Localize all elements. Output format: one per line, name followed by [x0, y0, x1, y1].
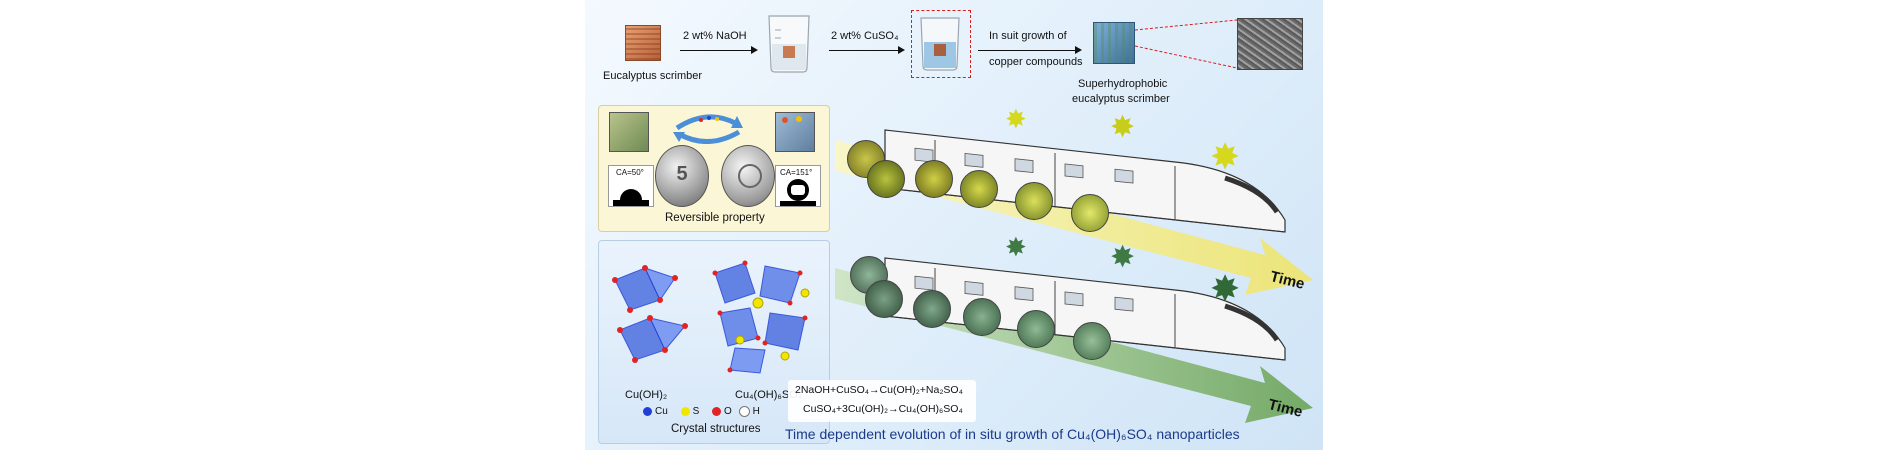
- legend-cu-dot: [643, 407, 652, 416]
- arrow-1: [680, 50, 752, 51]
- legend-s-dot: [680, 407, 690, 416]
- cu4-oh6-so4-structure: [712, 260, 810, 374]
- contact-angle-left-label: CA=50°: [616, 168, 644, 177]
- legend-h: H: [752, 406, 760, 418]
- naoh-label: 2 wt% NaOH: [683, 30, 747, 42]
- contact-angle-right-label: CA=151°: [780, 168, 813, 177]
- cycle-arrows: [673, 114, 743, 144]
- sem-circle-bottom-3: [913, 290, 951, 328]
- legend-h-dot: [738, 406, 750, 417]
- arrow-head-1: [751, 46, 758, 54]
- evolution-caption: Time dependent evolution of in situ grow…: [785, 426, 1240, 442]
- equations-box: [788, 380, 976, 422]
- coin-plain: 5: [655, 145, 709, 207]
- sem-circle-top-4: [960, 170, 998, 208]
- nano-flower-top-1: ✸: [1005, 104, 1027, 134]
- sem-circle-bottom-6: [1073, 322, 1111, 360]
- legend-cu: Cu: [655, 406, 668, 418]
- arrow-head-2: [898, 46, 905, 54]
- legend-o-dot: [712, 407, 722, 416]
- train-top: [884, 129, 1286, 233]
- contact-angle-left: [608, 165, 654, 207]
- nano-flower-top-3: ✸: [1210, 136, 1241, 177]
- cu-oh2-structure: [612, 265, 688, 363]
- beaker-naoh: [768, 15, 810, 73]
- in-situ-growth-label-2: copper compounds: [989, 56, 1083, 68]
- equation-1: 2NaOH+CuSO₄→Cu(OH)₂+Na₂SO₄: [795, 384, 963, 396]
- superhydrophobic-cube: [1093, 22, 1135, 64]
- beaker-cuso4: [920, 17, 960, 71]
- contact-angle-right: [775, 165, 821, 207]
- cu4-oh6-so4-label: Cu₄(OH)₆SO₄: [735, 389, 803, 401]
- superhydrophobic-label-2: eucalyptus scrimber: [1072, 93, 1170, 105]
- sem-circle-bottom-2: [865, 280, 903, 318]
- legend-s: S: [692, 406, 700, 418]
- cuso4-label: 2 wt% CuSO₄: [831, 30, 899, 42]
- cube-hydrophilic: [609, 112, 649, 152]
- sem-image: [1237, 18, 1303, 70]
- eucalyptus-scrimber-label: Eucalyptus scrimber: [603, 70, 703, 82]
- cu-oh2-label: Cu(OH)₂: [625, 389, 668, 401]
- arrow-head-3: [1075, 46, 1082, 54]
- nano-flower-bottom-3: ✸: [1210, 268, 1241, 309]
- sem-circle-bottom-4: [963, 298, 1001, 336]
- coin-digit: 5: [676, 163, 688, 185]
- sem-circle-top-6: [1071, 194, 1109, 232]
- dashed-highlight-box: [911, 10, 971, 78]
- cube-hydrophobic: [775, 112, 815, 152]
- sem-circle-top-5: [1015, 182, 1053, 220]
- train-bottom: [884, 257, 1286, 361]
- nano-flower-bottom-2: ✸: [1110, 241, 1136, 274]
- nano-flower-top-2: ✸: [1110, 111, 1136, 144]
- nano-flower-bottom-1: ✸: [1005, 232, 1027, 262]
- arrow-2: [829, 50, 899, 51]
- element-legend: Cu S O H: [643, 406, 760, 417]
- coin-treated: [721, 145, 775, 207]
- wood-block: [625, 25, 661, 61]
- reversible-property-title: Reversible property: [665, 212, 765, 224]
- zoom-lines: [1135, 19, 1238, 69]
- arrow-3: [978, 50, 1076, 51]
- sem-circle-top-3: [915, 160, 953, 198]
- crystal-structures-title: Crystal structures: [671, 423, 761, 435]
- legend-o: O: [724, 406, 732, 418]
- in-situ-growth-label-1: In suit growth of: [989, 30, 1067, 42]
- sem-circle-top-2: [867, 160, 905, 198]
- equation-2: CuSO₄+3Cu(OH)₂→Cu₄(OH)₆SO₄: [803, 403, 963, 415]
- sem-circle-bottom-5: [1017, 310, 1055, 348]
- figure: Eucalyptus scrimber 2 wt% NaOH 2 wt% CuS…: [585, 0, 1323, 450]
- superhydrophobic-label-1: Superhydrophobic: [1078, 78, 1168, 90]
